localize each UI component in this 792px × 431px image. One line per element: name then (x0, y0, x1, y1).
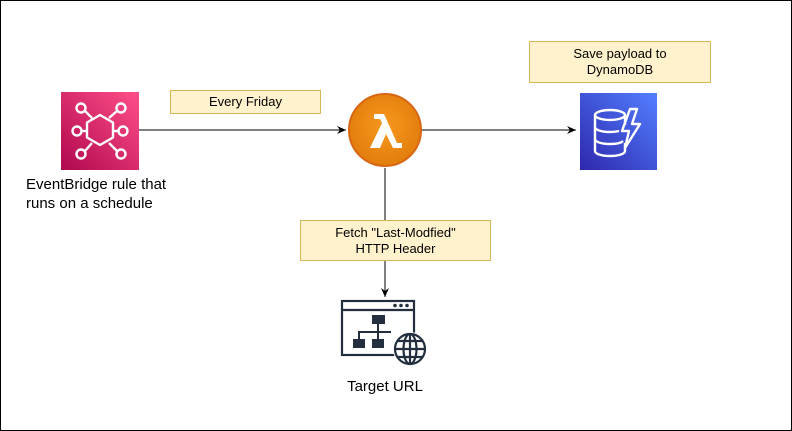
note-save-line1: Save payload to (573, 46, 667, 61)
note-every-friday-text: Every Friday (209, 94, 282, 109)
note-save-payload: Save payload to DynamoDB (529, 41, 711, 83)
dynamodb-icon (580, 93, 657, 170)
note-fetch-line2: HTTP Header (355, 240, 436, 256)
eventbridge-label: EventBridge rule that runs on a schedule (22, 175, 182, 213)
note-fetch-line1: Fetch "Last-Modfied" (335, 224, 456, 240)
eventbridge-icon (61, 92, 139, 170)
note-every-friday: Every Friday (170, 90, 321, 114)
note-fetch-header: Fetch "Last-Modfied" HTTP Header (300, 220, 491, 261)
target-url-label: Target URL (347, 378, 423, 395)
eventbridge-label-line2: runs on a schedule (26, 195, 153, 212)
note-save-line2: DynamoDB (586, 62, 654, 77)
eventbridge-label-line1: EventBridge rule that (26, 176, 167, 193)
lambda-icon (347, 92, 423, 168)
web-sitemap-globe-icon (340, 299, 430, 367)
